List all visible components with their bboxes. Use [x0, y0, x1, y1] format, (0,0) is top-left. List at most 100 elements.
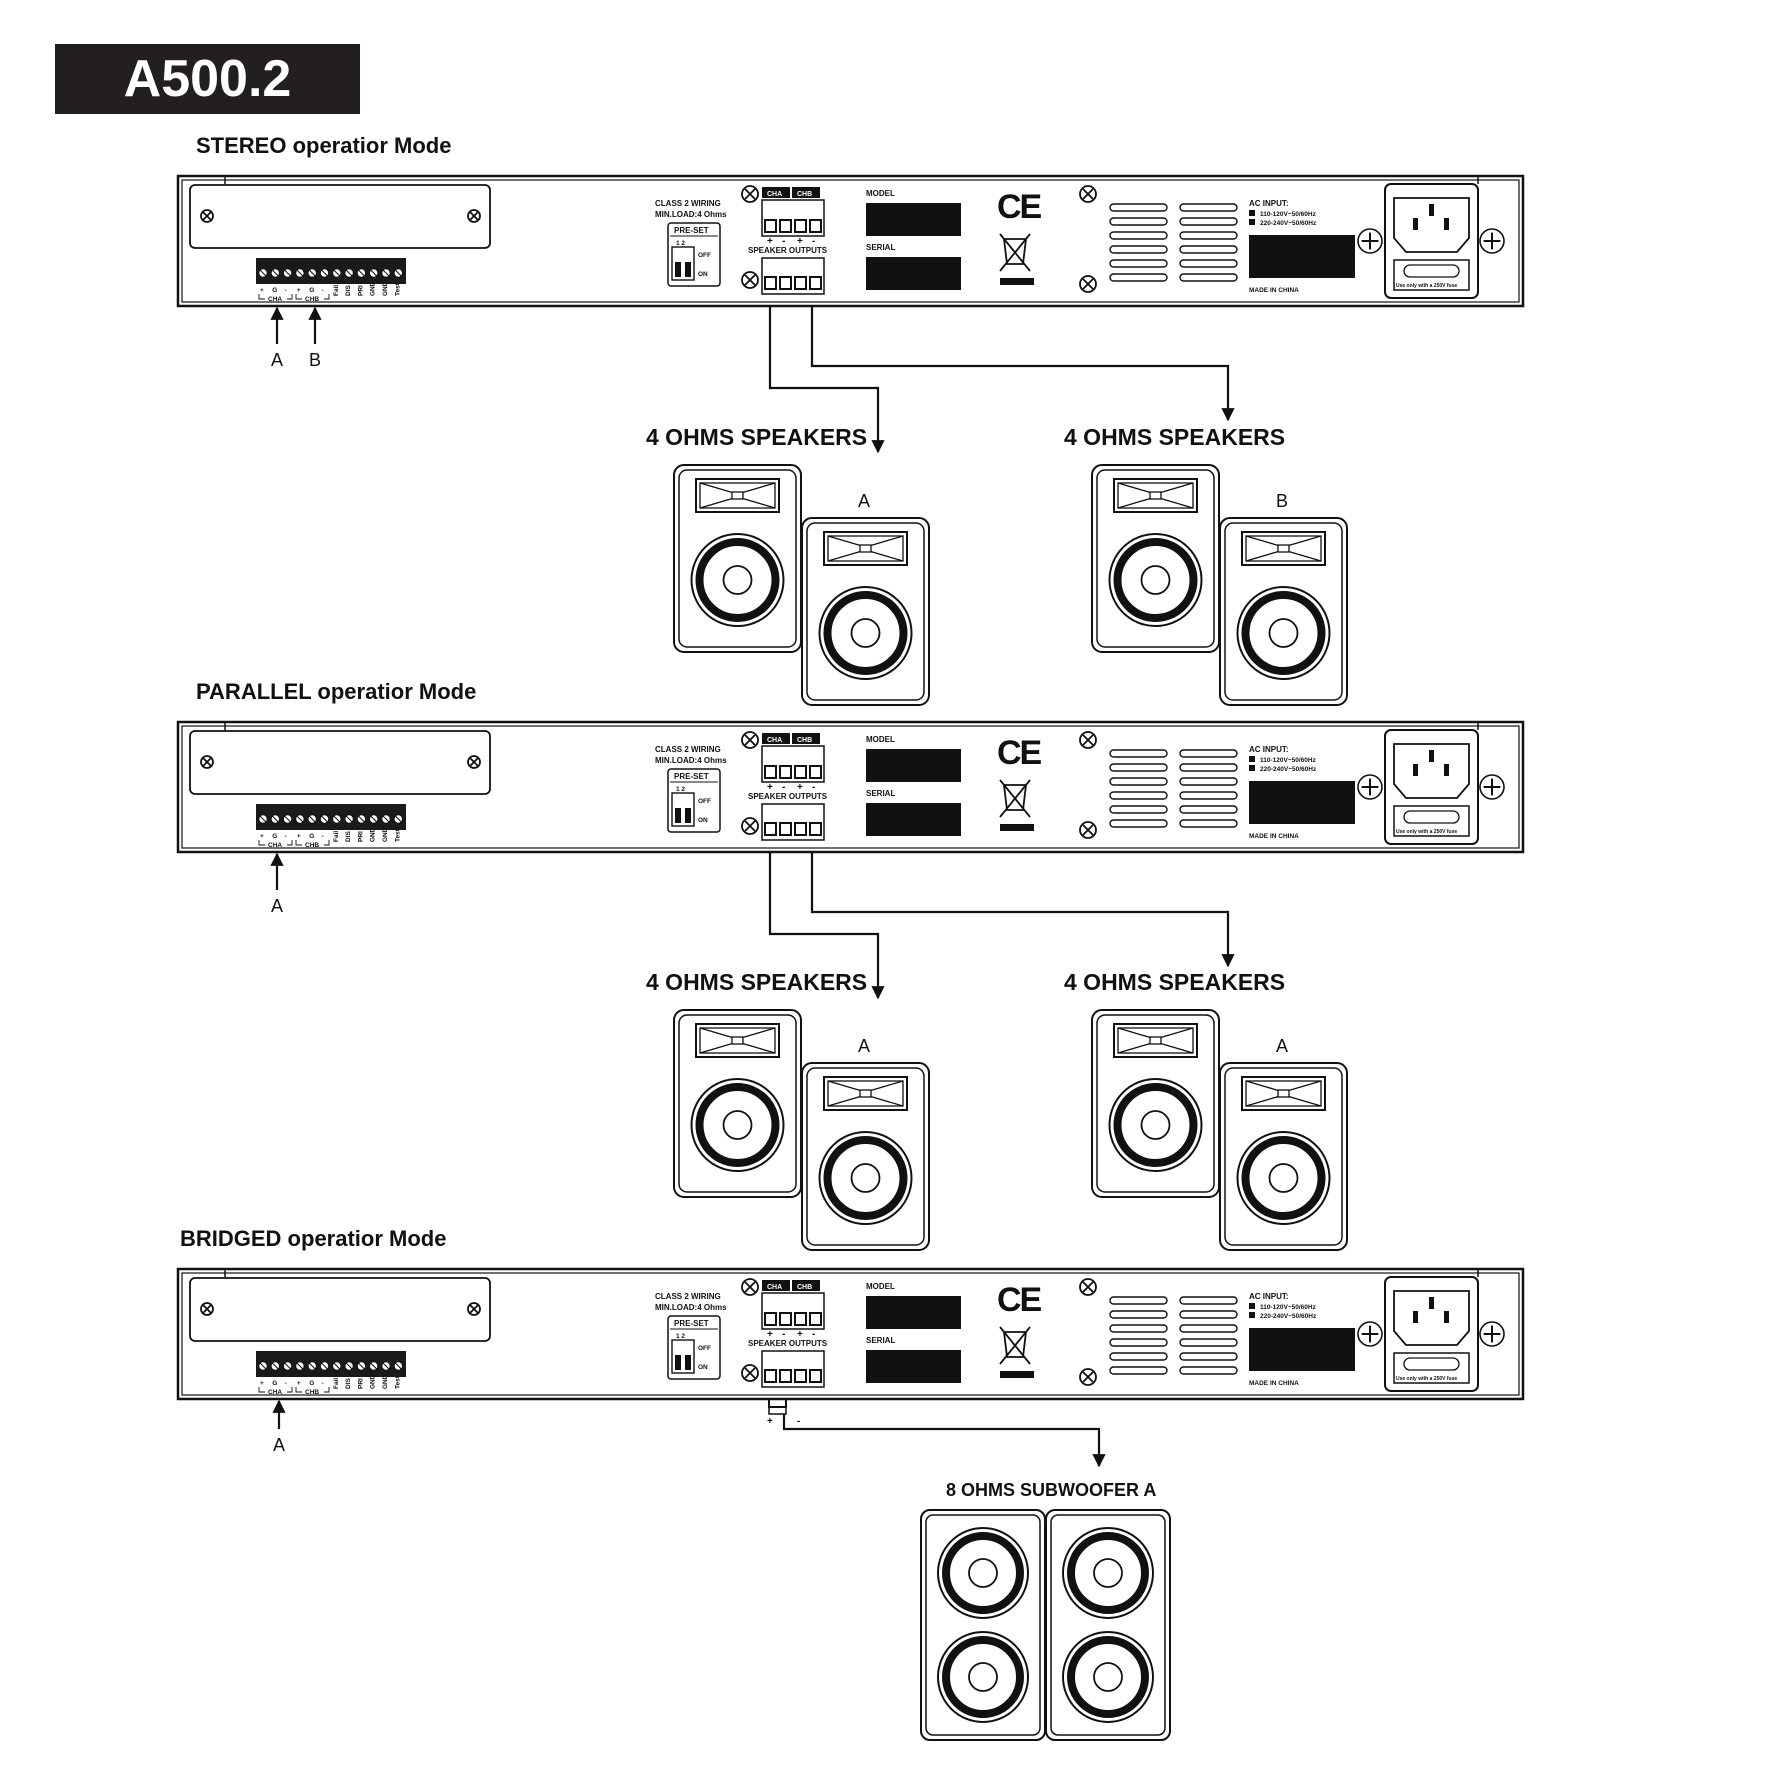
vent-slot	[1179, 749, 1238, 758]
vent-slot	[1109, 245, 1168, 254]
speaker-cabinet	[801, 1062, 930, 1251]
vent-slot	[1109, 1296, 1168, 1305]
fuse	[1403, 810, 1460, 824]
bar	[1000, 1371, 1034, 1378]
terminal-label: GND	[382, 281, 389, 296]
output-polarity: +	[797, 236, 803, 247]
chb-label: CHB	[797, 737, 812, 744]
dust-cap	[1140, 565, 1171, 595]
vent-slot	[1109, 259, 1168, 268]
cha-label: CHA	[767, 1284, 782, 1291]
screw-icon	[200, 1302, 214, 1316]
terminal-slot	[394, 815, 402, 823]
weee-icon	[999, 779, 1034, 831]
dip-lever	[685, 1355, 691, 1370]
iec-pin	[1413, 1311, 1418, 1323]
output-pin	[809, 1312, 822, 1326]
voltage-1: 110-120V~50/60Hz	[1260, 1304, 1317, 1311]
serial-plate	[866, 257, 961, 290]
terminal-label: -	[322, 833, 324, 840]
speaker-cabinet	[1091, 1009, 1220, 1198]
vent-slot	[1179, 1310, 1238, 1319]
output-pin	[794, 276, 807, 290]
subwoofer-dust-cap	[968, 1558, 998, 1588]
model-label: MODEL	[866, 735, 895, 744]
checkbox	[1249, 756, 1255, 762]
vent-slot	[1179, 217, 1238, 226]
screw-slot	[1082, 734, 1094, 746]
speaker-cabinet	[673, 464, 802, 653]
screw-icon	[1479, 228, 1505, 254]
screw-slot	[744, 734, 756, 746]
dip-lever	[685, 262, 691, 277]
bin	[1002, 238, 1028, 265]
terminal-label: G	[309, 833, 314, 840]
voltage-1: 110-120V~50/60Hz	[1260, 757, 1317, 764]
terminal-slot	[321, 1362, 328, 1370]
output-pin	[794, 1312, 807, 1326]
screw-icon	[467, 1302, 481, 1316]
terminal-label: Fail	[333, 285, 340, 296]
output-pin	[794, 219, 807, 233]
vent-slot	[1109, 777, 1168, 786]
terminal-label: Test	[394, 828, 401, 842]
voltage-2: 220-240V~50/60Hz	[1260, 766, 1317, 773]
weee-icon	[999, 1326, 1034, 1378]
input-label: B	[309, 350, 321, 370]
dip-numbers: 1 2	[676, 240, 685, 247]
speaker-group-title: 4 OHMS SPEAKERS	[1064, 424, 1285, 450]
terminal-label: Test	[394, 1375, 401, 1389]
bracket	[295, 294, 330, 300]
vent-slot	[1179, 203, 1238, 212]
vent-slot	[1109, 231, 1168, 240]
horn-flare	[1245, 1080, 1322, 1107]
terminal-label: DIS	[345, 285, 352, 297]
output-polarity: -	[812, 1329, 815, 1340]
output-polarity: +	[767, 1329, 773, 1340]
output-polarity: +	[797, 1329, 803, 1340]
vent-slot	[1109, 763, 1168, 772]
iec-socket	[1393, 743, 1470, 799]
terminal-slot	[308, 1362, 316, 1370]
vent-slot	[1179, 1338, 1238, 1347]
terminal-label: +	[260, 1380, 264, 1387]
screw-slot	[202, 757, 212, 767]
screw-icon	[741, 271, 759, 289]
screw-icon	[1079, 1368, 1097, 1386]
speaker-cabinet	[1091, 464, 1220, 653]
screw-slot	[469, 1304, 479, 1314]
screw-slot	[744, 274, 756, 286]
vent-slot	[1109, 819, 1168, 828]
model-label: MODEL	[866, 189, 895, 198]
speaker-cabinet	[1219, 517, 1348, 706]
cover-plate	[189, 730, 491, 795]
screw-icon	[1357, 774, 1383, 800]
vent-slot	[1109, 273, 1168, 282]
bracket	[295, 840, 330, 846]
terminal-label: -	[285, 833, 287, 840]
terminal-slot	[358, 269, 365, 277]
cover-plate	[189, 1277, 491, 1342]
vent-slot	[1109, 791, 1168, 800]
voltage-2: 220-240V~50/60Hz	[1260, 220, 1317, 227]
output-pin	[794, 765, 807, 779]
output-polarity: -	[812, 782, 815, 793]
terminal-label: G	[309, 287, 314, 294]
preset-label: PRE-SET	[674, 226, 709, 235]
screw-icon	[1357, 1321, 1383, 1347]
speaker-channel-label: B	[1276, 491, 1288, 511]
terminal-group-chb: CHB	[305, 842, 319, 849]
screw-icon	[741, 731, 759, 749]
speaker-cabinet	[801, 517, 930, 706]
iec-socket	[1393, 1290, 1470, 1346]
min-load-label: MIN.LOAD:4 Ohms	[655, 756, 727, 765]
output-pin	[779, 219, 792, 233]
terminal-slot	[284, 815, 291, 823]
vent-slot	[1179, 1324, 1238, 1333]
terminal-label: -	[285, 287, 287, 294]
fuse	[1403, 264, 1460, 278]
made-in-label: MADE IN CHINA	[1249, 287, 1299, 294]
